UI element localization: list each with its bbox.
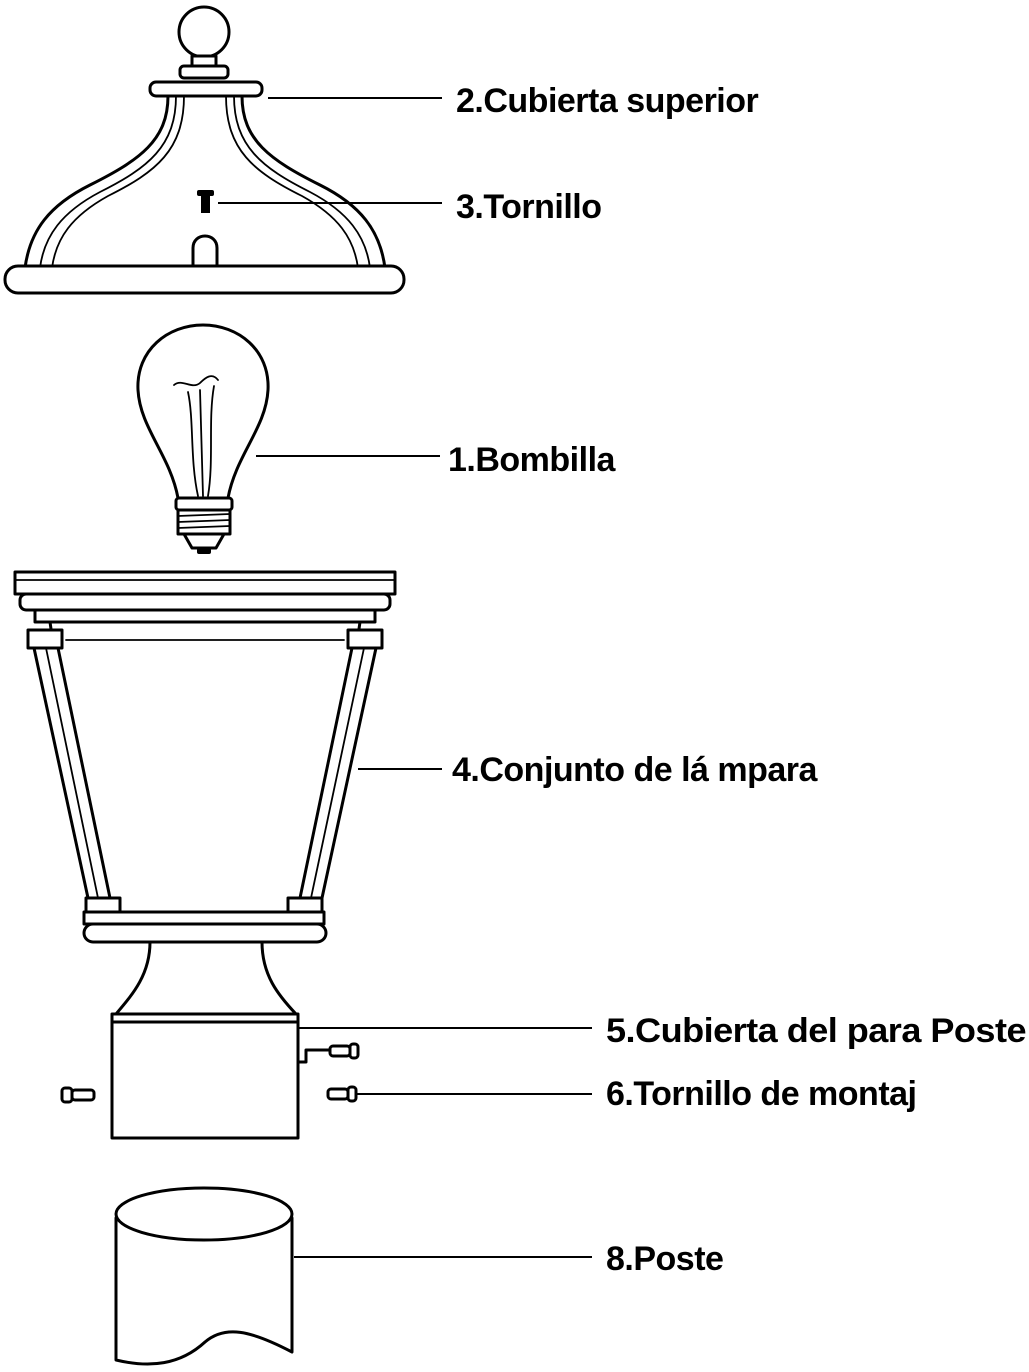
post-cover-sleeve (112, 1014, 298, 1138)
mounting-screw-lower-right (328, 1087, 356, 1101)
light-bulb (138, 325, 268, 554)
mounting-screw-left (62, 1088, 94, 1102)
finial-collar (180, 66, 228, 78)
lamp-bottom-ring (84, 924, 326, 942)
post (116, 1188, 292, 1364)
mounting-screw-upper-right (330, 1044, 358, 1058)
lamp-top-plate (15, 572, 395, 594)
bulb-glass (138, 325, 268, 498)
callout-lamp-assembly: 4.Conjunto de lá mpara (452, 751, 819, 789)
mounting-screws (62, 1044, 358, 1102)
top-flange (150, 82, 262, 96)
leader-lines (218, 97, 592, 1258)
callout-bulb: 1.Bombilla (448, 441, 617, 479)
callout-post-cover: 5.Cubierta del para Poste (606, 1012, 1026, 1050)
post-cover (112, 1014, 298, 1138)
callout-screw: 3.Tornillo (456, 188, 601, 226)
callout-top-cover: 2.Cubierta superior (456, 82, 759, 120)
cover-dome (25, 96, 385, 268)
finial-knob (179, 7, 229, 57)
top-cover (5, 7, 404, 293)
lamp-assembly (15, 572, 395, 1014)
lamp-fitter (116, 942, 296, 1014)
callout-post: 8.Poste (606, 1240, 723, 1278)
post-body (116, 1218, 292, 1364)
cover-screw (197, 190, 214, 213)
callout-labels: 2.Cubierta superior 3.Tornillo 1.Bombill… (448, 82, 1027, 1278)
bulb-neck (176, 498, 232, 510)
post-top (116, 1188, 292, 1240)
callout-mounting-screw: 6.Tornillo de montaj (606, 1075, 917, 1113)
cover-base-ring (5, 266, 404, 293)
